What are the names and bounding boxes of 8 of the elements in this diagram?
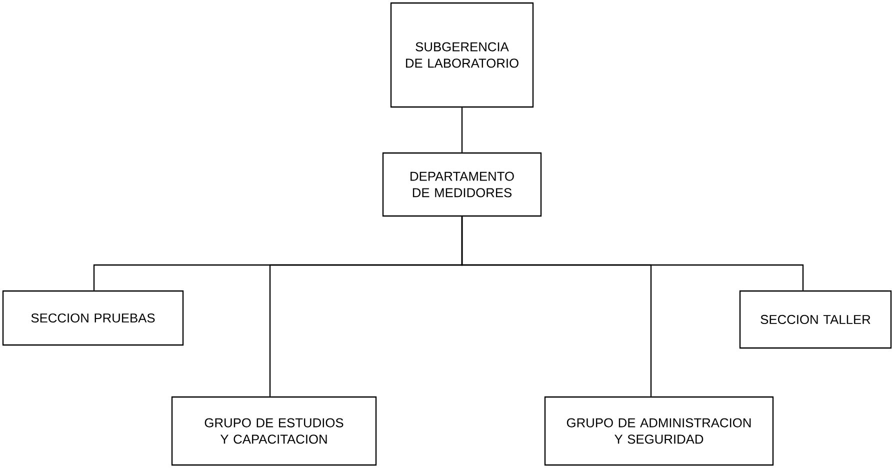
org-box: GRUPO DE ESTUDIOS Y CAPACITACION [171,396,377,466]
org-box: SUBGERENCIA DE LABORATORIO [390,2,534,108]
connector-line [461,216,804,290]
org-box: GRUPO DE ADMINISTRACION Y SEGURIDAD [544,396,774,466]
org-box: SECCION TALLER [739,290,892,349]
connector-line [461,108,463,152]
org-box: SECCION PRUEBAS [2,290,184,346]
org-box: DEPARTAMENTO DE MEDIDORES [382,152,542,217]
